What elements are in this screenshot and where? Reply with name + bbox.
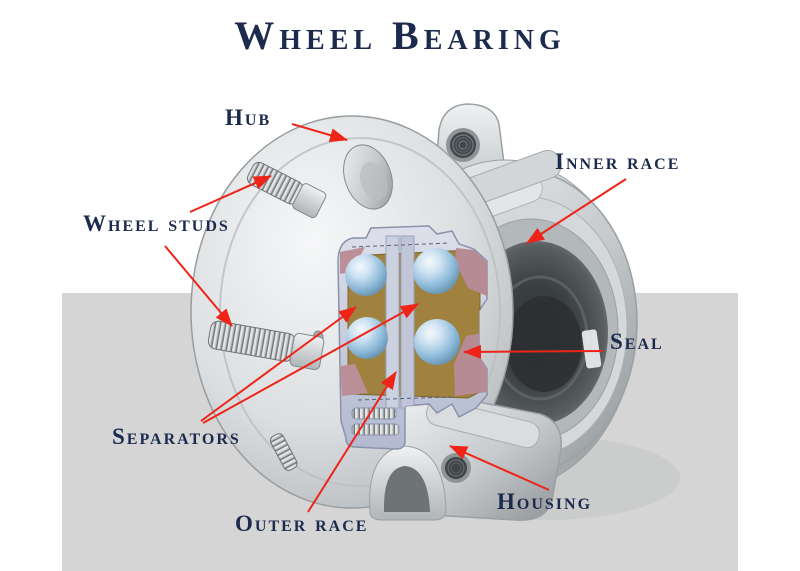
wheel-stud-top [247, 161, 327, 219]
arrow-wheel-studs-1 [189, 175, 272, 213]
housing-arch [383, 466, 430, 512]
seal-cut-top-right [455, 248, 487, 296]
wheel-stud-small [269, 433, 298, 471]
bolt-bore-cut-1 [351, 407, 397, 420]
housing-bolt-hole [441, 453, 471, 483]
ball-bottom-right [414, 319, 460, 365]
bore-notch [581, 329, 602, 369]
arrow-separators-2 [202, 303, 419, 424]
arrow-separators-1 [200, 306, 357, 422]
cutaway-section [337, 225, 488, 450]
ball-top-left [345, 254, 387, 296]
annotation-arrows [164, 123, 627, 513]
arrow-housing [449, 445, 550, 491]
arrow-wheel-studs-2 [164, 245, 233, 327]
bolt-bore-cut-2 [351, 423, 400, 436]
spindle-rib-2 [400, 235, 415, 409]
arrow-hub [291, 123, 348, 142]
arrow-outer-race [307, 371, 397, 513]
race-thread-line-bottom [357, 396, 453, 401]
race-thread-line-top [351, 242, 451, 248]
seal-cut-bottom-left [340, 364, 368, 396]
ball-top-right [413, 248, 459, 294]
arrow-inner-race [526, 178, 627, 244]
spindle-rib-1 [385, 235, 400, 409]
stud-boss [343, 144, 393, 210]
upper-ear-bolt-hole [446, 128, 480, 162]
wheel-bearing-illustration [190, 103, 638, 521]
shoulder-step-bottom [426, 399, 540, 449]
page-title: Wheel Bearing [234, 13, 566, 58]
arrow-seal [463, 344, 604, 359]
